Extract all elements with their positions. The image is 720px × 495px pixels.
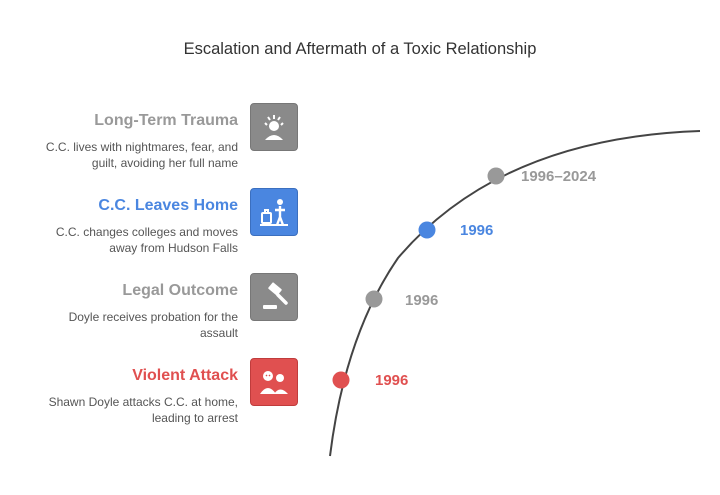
timeline-marker-long-term-trauma (487, 167, 505, 185)
event-title: Violent Attack (132, 367, 238, 384)
confrontation-icon (250, 358, 298, 406)
diagram-title: Escalation and Aftermath of a Toxic Rela… (183, 40, 537, 58)
event-violent-attack: Violent Attack Shawn Doyle attacks C.C. … (20, 358, 300, 447)
distressed-person-icon (250, 103, 298, 151)
event-date-leaves-home: 1996 (460, 222, 494, 239)
event-legal-outcome: Legal Outcome Doyle receives probation f… (20, 273, 300, 362)
timeline-curve (329, 130, 701, 457)
event-description: Doyle receives probation for the assault (68, 310, 238, 340)
gavel-icon (250, 273, 298, 321)
traveler-luggage-icon (250, 188, 298, 236)
event-description: C.C. changes colleges and moves away fro… (55, 225, 238, 255)
event-description: Shawn Doyle attacks C.C. at home, leadin… (48, 395, 238, 425)
event-date-violent-attack: 1996 (375, 372, 409, 389)
timeline-marker-violent-attack (332, 371, 350, 389)
event-title: Legal Outcome (122, 282, 238, 299)
timeline-marker-leaves-home (418, 221, 436, 239)
event-date-long-term-trauma: 1996–2024 (521, 168, 597, 185)
event-date-legal-outcome: 1996 (405, 292, 439, 309)
event-description: C.C. lives with nightmares, fear, and gu… (45, 140, 238, 170)
event-long-term-trauma: Long-Term Trauma C.C. lives with nightma… (20, 103, 300, 192)
event-leaves-home: C.C. Leaves Home C.C. changes colleges a… (20, 188, 300, 277)
event-title: Long-Term Trauma (94, 112, 238, 129)
timeline-marker-legal-outcome (365, 290, 383, 308)
event-title: C.C. Leaves Home (98, 197, 238, 214)
